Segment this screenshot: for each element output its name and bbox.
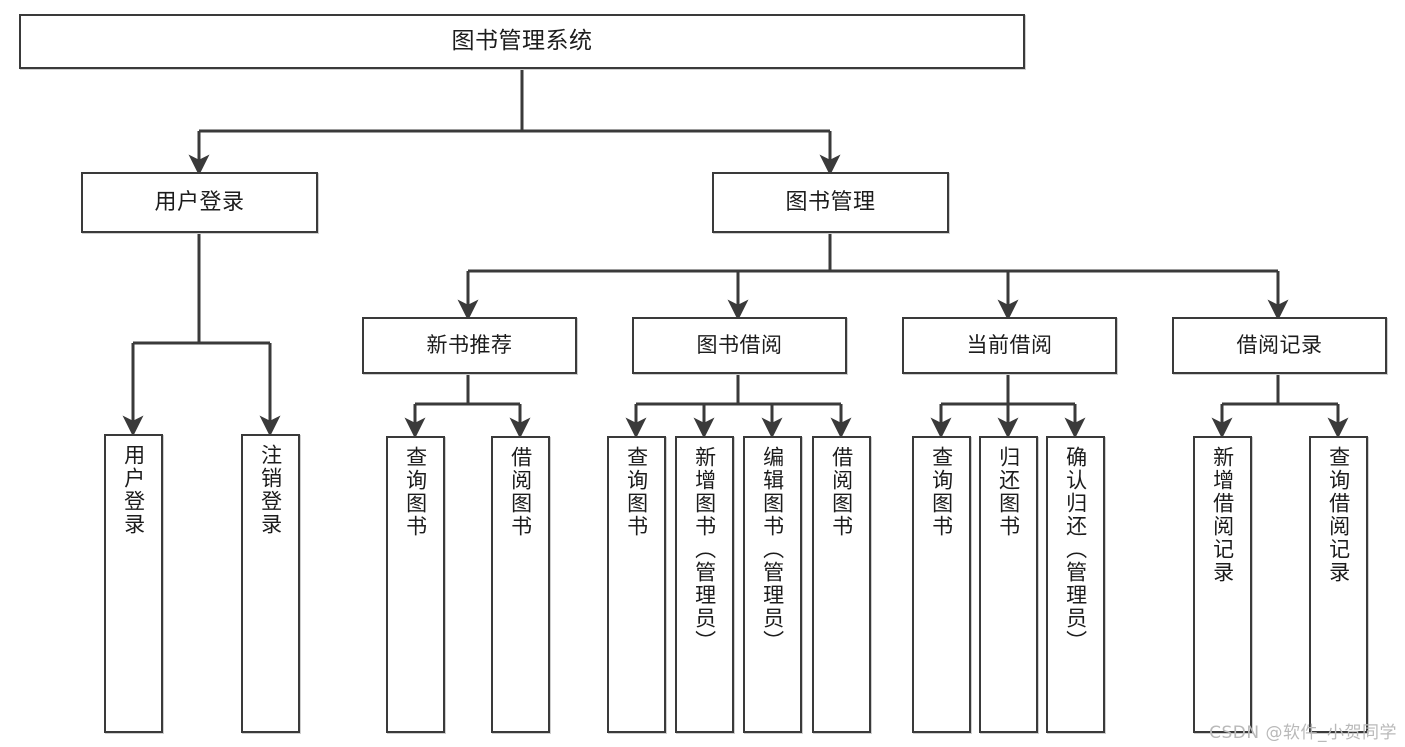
node-user-login-label: 用户登录 (154, 189, 245, 215)
node-book-manage[interactable]: 图书管理 (712, 172, 949, 233)
node-user-login[interactable]: 用户登录 (81, 172, 318, 233)
node-leaf-query-book-3[interactable]: 查询图书 (912, 436, 971, 733)
node-borrow-record[interactable]: 借阅记录 (1172, 317, 1387, 374)
node-leaf-edit-book-label: 编辑图书（管理员） (760, 446, 785, 653)
node-leaf-query-book-1[interactable]: 查询图书 (386, 436, 445, 733)
node-leaf-borrow-book-1-label: 借阅图书 (508, 446, 533, 538)
node-leaf-logout[interactable]: 注销登录 (241, 434, 300, 733)
node-current-borrow-label: 当前借阅 (966, 333, 1053, 358)
node-leaf-borrow-book-1[interactable]: 借阅图书 (491, 436, 550, 733)
node-book-borrow-label: 图书借阅 (696, 333, 783, 358)
node-leaf-confirm-return-label: 确认归还（管理员） (1063, 446, 1088, 653)
node-current-borrow[interactable]: 当前借阅 (902, 317, 1117, 374)
node-leaf-logout-label: 注销登录 (258, 444, 283, 536)
node-leaf-return-book[interactable]: 归还图书 (979, 436, 1038, 733)
node-leaf-borrow-book-2-label: 借阅图书 (829, 446, 854, 538)
node-leaf-query-book-3-label: 查询图书 (929, 446, 954, 538)
node-leaf-add-record-label: 新增借阅记录 (1210, 446, 1235, 584)
node-leaf-query-book-2-label: 查询图书 (624, 446, 649, 538)
node-new-book-recommend-label: 新书推荐 (426, 333, 513, 358)
node-root[interactable]: 图书管理系统 (19, 14, 1025, 69)
node-leaf-query-book-1-label: 查询图书 (403, 446, 428, 538)
node-leaf-add-book-label: 新增图书（管理员） (692, 446, 717, 653)
node-leaf-user-login[interactable]: 用户登录 (104, 434, 163, 733)
node-leaf-edit-book[interactable]: 编辑图书（管理员） (743, 436, 802, 733)
node-leaf-user-login-label: 用户登录 (121, 444, 146, 536)
node-book-manage-label: 图书管理 (785, 189, 876, 215)
node-root-label: 图书管理系统 (451, 27, 593, 54)
node-new-book-recommend[interactable]: 新书推荐 (362, 317, 577, 374)
node-borrow-record-label: 借阅记录 (1236, 333, 1323, 358)
node-leaf-query-book-2[interactable]: 查询图书 (607, 436, 666, 733)
node-leaf-return-book-label: 归还图书 (996, 446, 1021, 538)
watermark-text: CSDN @软件_小贺同学 (1209, 723, 1397, 743)
node-leaf-query-record[interactable]: 查询借阅记录 (1309, 436, 1368, 733)
node-leaf-query-record-label: 查询借阅记录 (1326, 446, 1351, 584)
node-leaf-add-book[interactable]: 新增图书（管理员） (675, 436, 734, 733)
node-leaf-confirm-return[interactable]: 确认归还（管理员） (1046, 436, 1105, 733)
node-book-borrow[interactable]: 图书借阅 (632, 317, 847, 374)
node-leaf-borrow-book-2[interactable]: 借阅图书 (812, 436, 871, 733)
node-leaf-add-record[interactable]: 新增借阅记录 (1193, 436, 1252, 733)
